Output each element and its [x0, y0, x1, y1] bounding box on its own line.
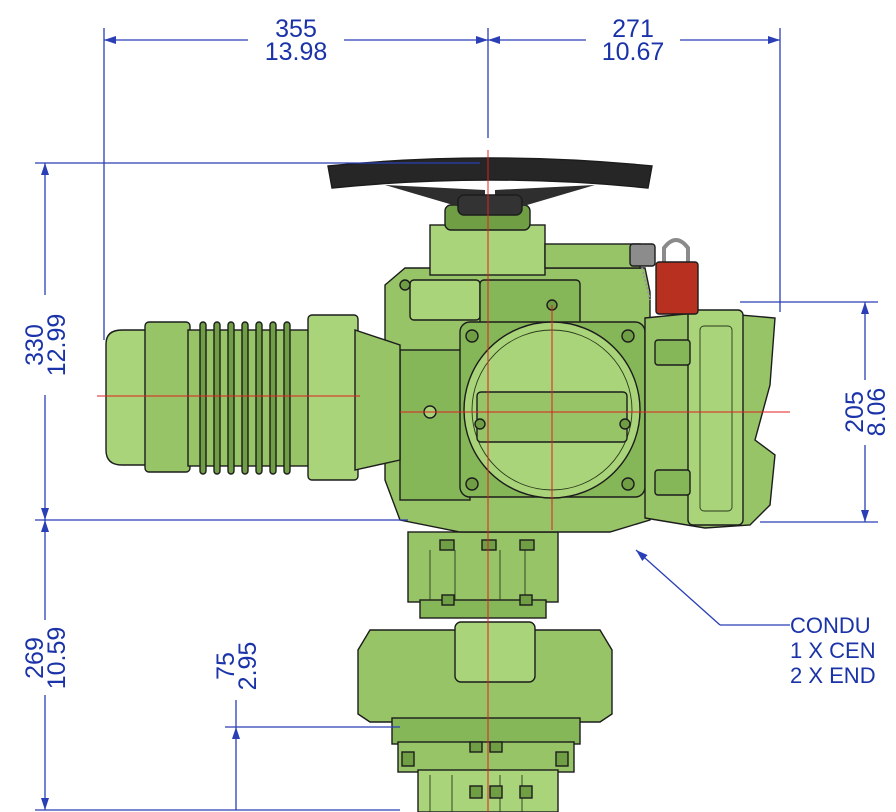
right-housing — [644, 309, 776, 529]
dim-left-lower-inch: 10.59 — [43, 627, 71, 690]
dim-left-upper-mm: 330 — [21, 324, 49, 366]
dim-top-left-inch: 13.98 — [265, 38, 328, 66]
actuator-body — [105, 157, 776, 812]
dim-left-upper-inch: 12.99 — [43, 314, 71, 377]
dim-top-right-mm: 271 — [612, 15, 654, 43]
conduit-note-line2: 1 X CEN — [790, 638, 876, 663]
lower-gearbox — [357, 531, 613, 812]
conduit-note-line3: 2 X END — [790, 663, 876, 688]
dim-right-mm: 205 — [841, 391, 869, 433]
dimension-labels: 355 13.98 271 10.67 330 12.99 269 10.59 … — [21, 15, 891, 690]
dim-inner-mm: 75 — [212, 652, 240, 680]
dim-top-left-mm: 355 — [275, 15, 317, 43]
motor-housing — [105, 314, 437, 481]
dim-inner-inch: 2.95 — [234, 642, 262, 691]
centerlines — [97, 150, 790, 812]
dim-left-lower-mm: 269 — [21, 637, 49, 679]
dim-right-inch: 8.06 — [863, 388, 891, 437]
dim-top-right-inch: 10.67 — [602, 38, 665, 66]
conduit-note-line1: CONDU — [790, 613, 871, 638]
conduit-note: CONDU 1 X CEN 2 X END — [790, 613, 876, 688]
dimension-lines — [35, 28, 878, 811]
padlock — [544, 238, 699, 315]
motor-cooling-fins — [199, 321, 291, 475]
handwheel — [327, 157, 653, 216]
